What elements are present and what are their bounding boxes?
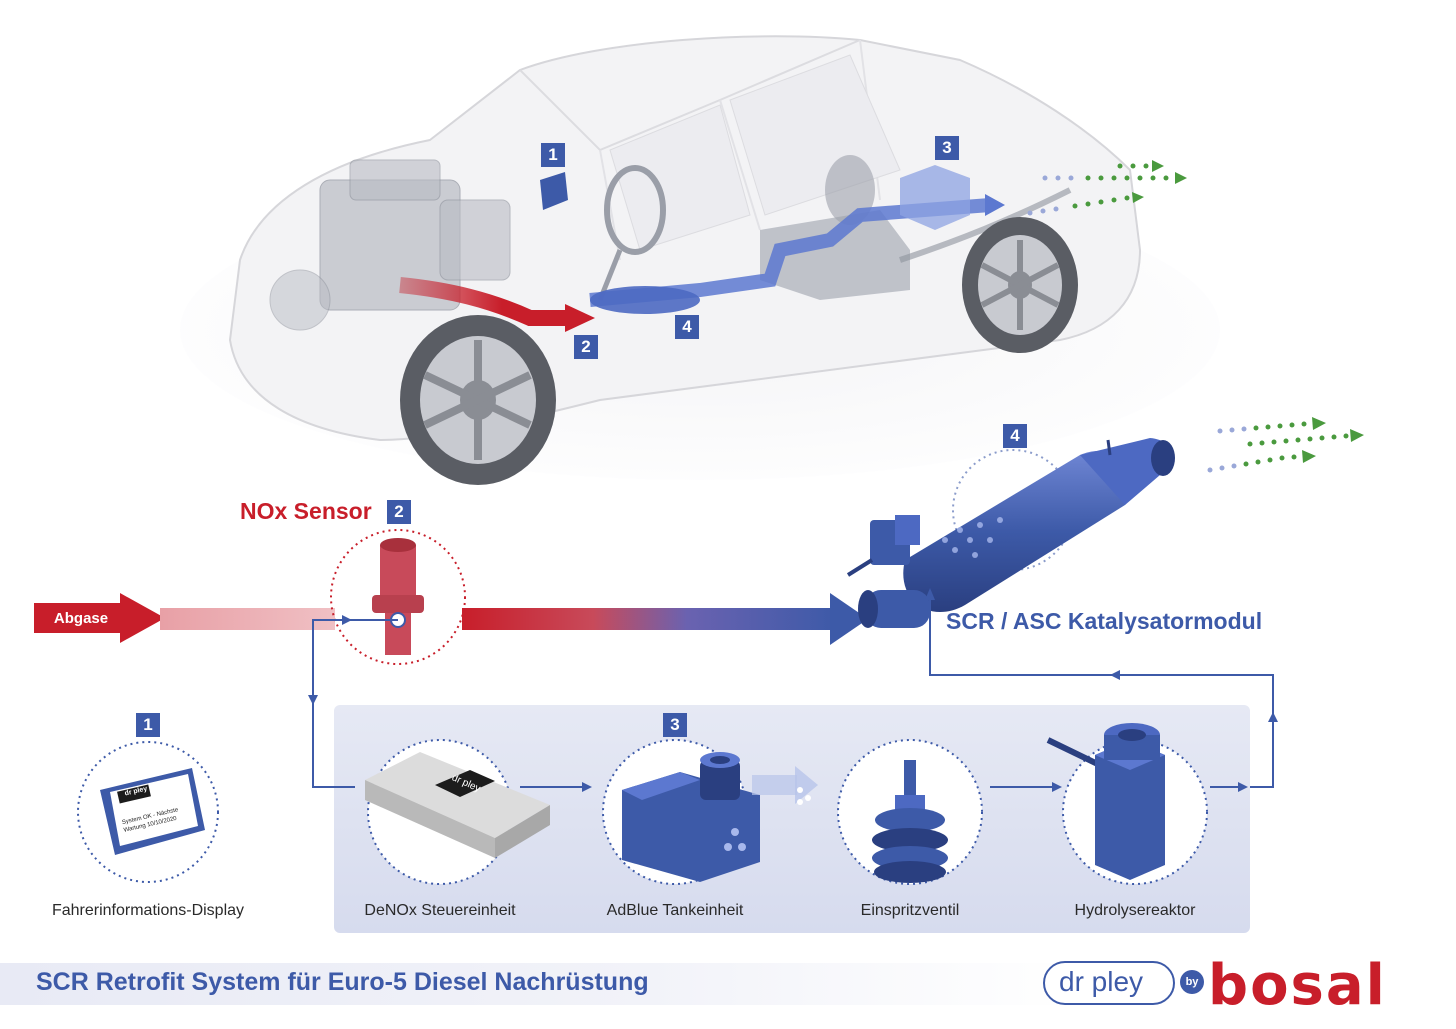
adblue-tank (622, 752, 760, 882)
exhaust-flow-arrow (34, 593, 868, 645)
display-label: Fahrerinformations-Display (51, 902, 245, 919)
rear-wheel (962, 217, 1078, 353)
denox-label: DeNOx Steuereinheit (364, 902, 516, 919)
scr-catalyst (846, 438, 1175, 628)
footer-bar (0, 963, 1080, 1005)
nox-sensor (330, 529, 466, 665)
badge-display-1: 1 (136, 713, 160, 737)
control-arrowheads (308, 588, 1278, 792)
abgase-label: Abgase (53, 610, 109, 627)
scr-module-label: SCR / ASC Katalysatormodul (946, 608, 1263, 634)
car-exhaust-dots (1027, 160, 1187, 216)
badge-car-2: 2 (574, 335, 598, 359)
hydrolyse-label: Hydrolysereaktor (1074, 902, 1196, 919)
einspritz-label: Einspritzventil (860, 902, 960, 919)
adblue-flow-arrow (752, 766, 818, 805)
badge-car-1: 1 (541, 143, 565, 167)
nox-sensor-label: NOx Sensor (240, 498, 372, 524)
components-panel (334, 705, 1250, 933)
by-badge: by (1180, 970, 1204, 994)
badge-scr-4: 4 (1003, 424, 1027, 448)
denox-box (365, 752, 550, 858)
badge-adblue-3: 3 (663, 713, 687, 737)
bosal-logo: bosal (1208, 953, 1387, 1018)
page-title: SCR Retrofit System für Euro-5 Diesel Na… (36, 968, 649, 996)
display-device (100, 768, 205, 855)
front-wheel (400, 315, 556, 485)
injector (872, 760, 948, 883)
badge-nox-2: 2 (387, 500, 411, 524)
catalyst-exhaust-dots (1207, 417, 1364, 473)
drpley-logo: dr pley (1043, 961, 1175, 1005)
badge-car-3: 3 (935, 136, 959, 160)
hydrolysis-reactor (1046, 723, 1165, 880)
badge-car-4: 4 (675, 315, 699, 339)
adblue-label: AdBlue Tankeinheit (606, 902, 744, 919)
car-illustration (180, 35, 1220, 485)
